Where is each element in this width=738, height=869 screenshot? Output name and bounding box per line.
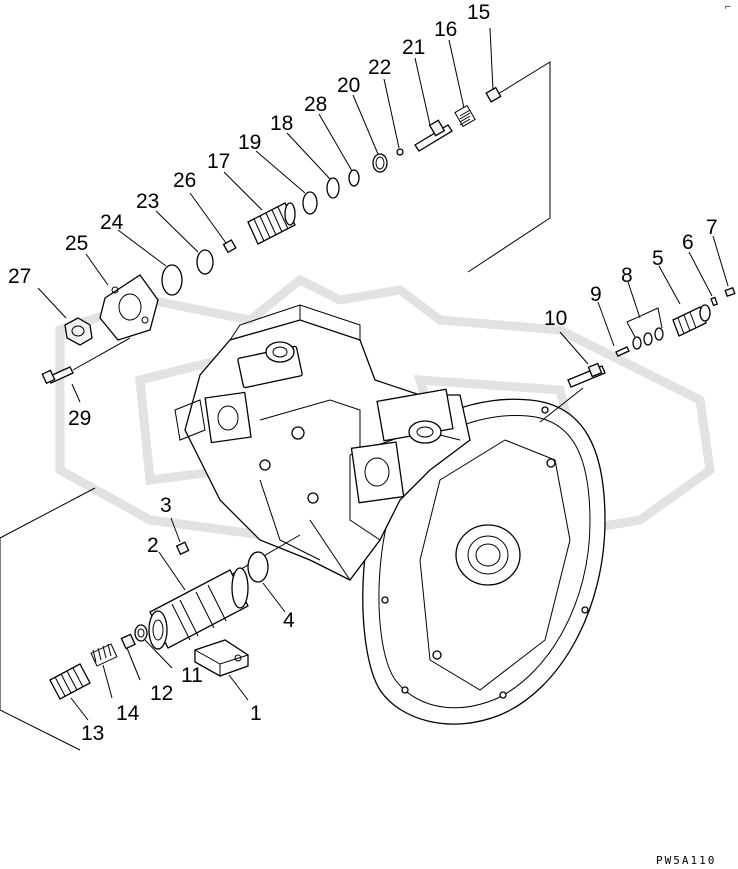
part-27-nut — [64, 317, 93, 346]
upper-group-bracket — [467, 61, 551, 273]
part-20-ring — [372, 153, 388, 173]
right-parts-row — [539, 286, 736, 423]
part-22-pin — [396, 148, 404, 156]
part-12-nut — [120, 633, 136, 650]
lower-parts-row — [0, 487, 301, 751]
right-leader — [539, 387, 584, 423]
callout-leaders — [37, 27, 729, 721]
drawing-code: PW5A110 — [656, 854, 716, 867]
callout-20: 20 — [337, 74, 360, 97]
main-pump-assembly — [174, 304, 606, 725]
callout-labels: 1 2 3 4 5 6 7 8 9 10 11 12 13 14 15 16 1… — [8, 1, 718, 745]
part-10-spool — [567, 362, 606, 388]
callout-6: 6 — [682, 231, 694, 254]
callout-25: 25 — [65, 232, 88, 255]
callout-17: 17 — [207, 150, 230, 173]
callout-7: 7 — [706, 216, 718, 239]
callout-24: 24 — [100, 211, 124, 234]
callout-1: 1 — [250, 702, 262, 725]
part-16-spring — [454, 104, 476, 128]
part-7-screw — [724, 286, 736, 298]
part-21-spool — [414, 119, 453, 152]
callout-27: 27 — [8, 265, 31, 288]
callout-11: 11 — [181, 664, 203, 687]
part-9-pin — [615, 346, 630, 357]
housing-flange — [362, 398, 606, 725]
callout-21: 21 — [402, 36, 425, 59]
part-29-bolt — [41, 337, 131, 385]
callout-16: 16 — [434, 18, 457, 41]
callout-3: 3 — [160, 494, 172, 517]
callout-5: 5 — [652, 247, 664, 270]
callout-23: 23 — [136, 190, 159, 213]
callout-14: 14 — [116, 702, 140, 725]
part-13-spring — [49, 663, 91, 700]
callout-15: 15 — [467, 1, 490, 24]
part-26-plug — [222, 239, 237, 254]
part-3-plug — [175, 541, 190, 556]
part-25-flange — [99, 274, 159, 341]
part-28-ring — [348, 169, 360, 187]
part-24-o-ring — [161, 264, 183, 296]
part-11-washer — [134, 624, 148, 642]
corner-mark: ⌐ — [724, 3, 732, 13]
pump-body — [174, 304, 471, 581]
part-18-o-ring — [326, 177, 340, 199]
part-17-sleeve — [247, 202, 296, 245]
callout-12: 12 — [150, 682, 173, 705]
upper-parts-row — [41, 61, 551, 385]
part-1-block — [194, 639, 249, 677]
callout-19: 19 — [238, 131, 261, 154]
callout-9: 9 — [590, 283, 602, 306]
callout-8: 8 — [621, 264, 633, 287]
part-19-o-ring — [302, 191, 318, 215]
callout-28: 28 — [304, 93, 327, 116]
callout-13: 13 — [81, 722, 104, 745]
callout-4: 4 — [283, 609, 295, 632]
part-5-plug — [672, 304, 711, 337]
callout-10: 10 — [544, 307, 567, 330]
part-14-spring — [90, 643, 118, 667]
callout-26: 26 — [173, 169, 196, 192]
part-4-o-ring — [247, 551, 269, 583]
part-2-spool-sleeve — [148, 567, 249, 650]
part-8-rings — [626, 307, 664, 350]
callout-18: 18 — [270, 112, 293, 135]
part-23-o-ring — [196, 249, 214, 275]
lower-group-bracket — [0, 487, 96, 751]
callout-29: 29 — [68, 407, 91, 430]
callout-2: 2 — [147, 534, 159, 557]
part-15-plug — [485, 86, 502, 103]
callout-22: 22 — [368, 56, 391, 79]
part-6-pin — [710, 296, 719, 307]
